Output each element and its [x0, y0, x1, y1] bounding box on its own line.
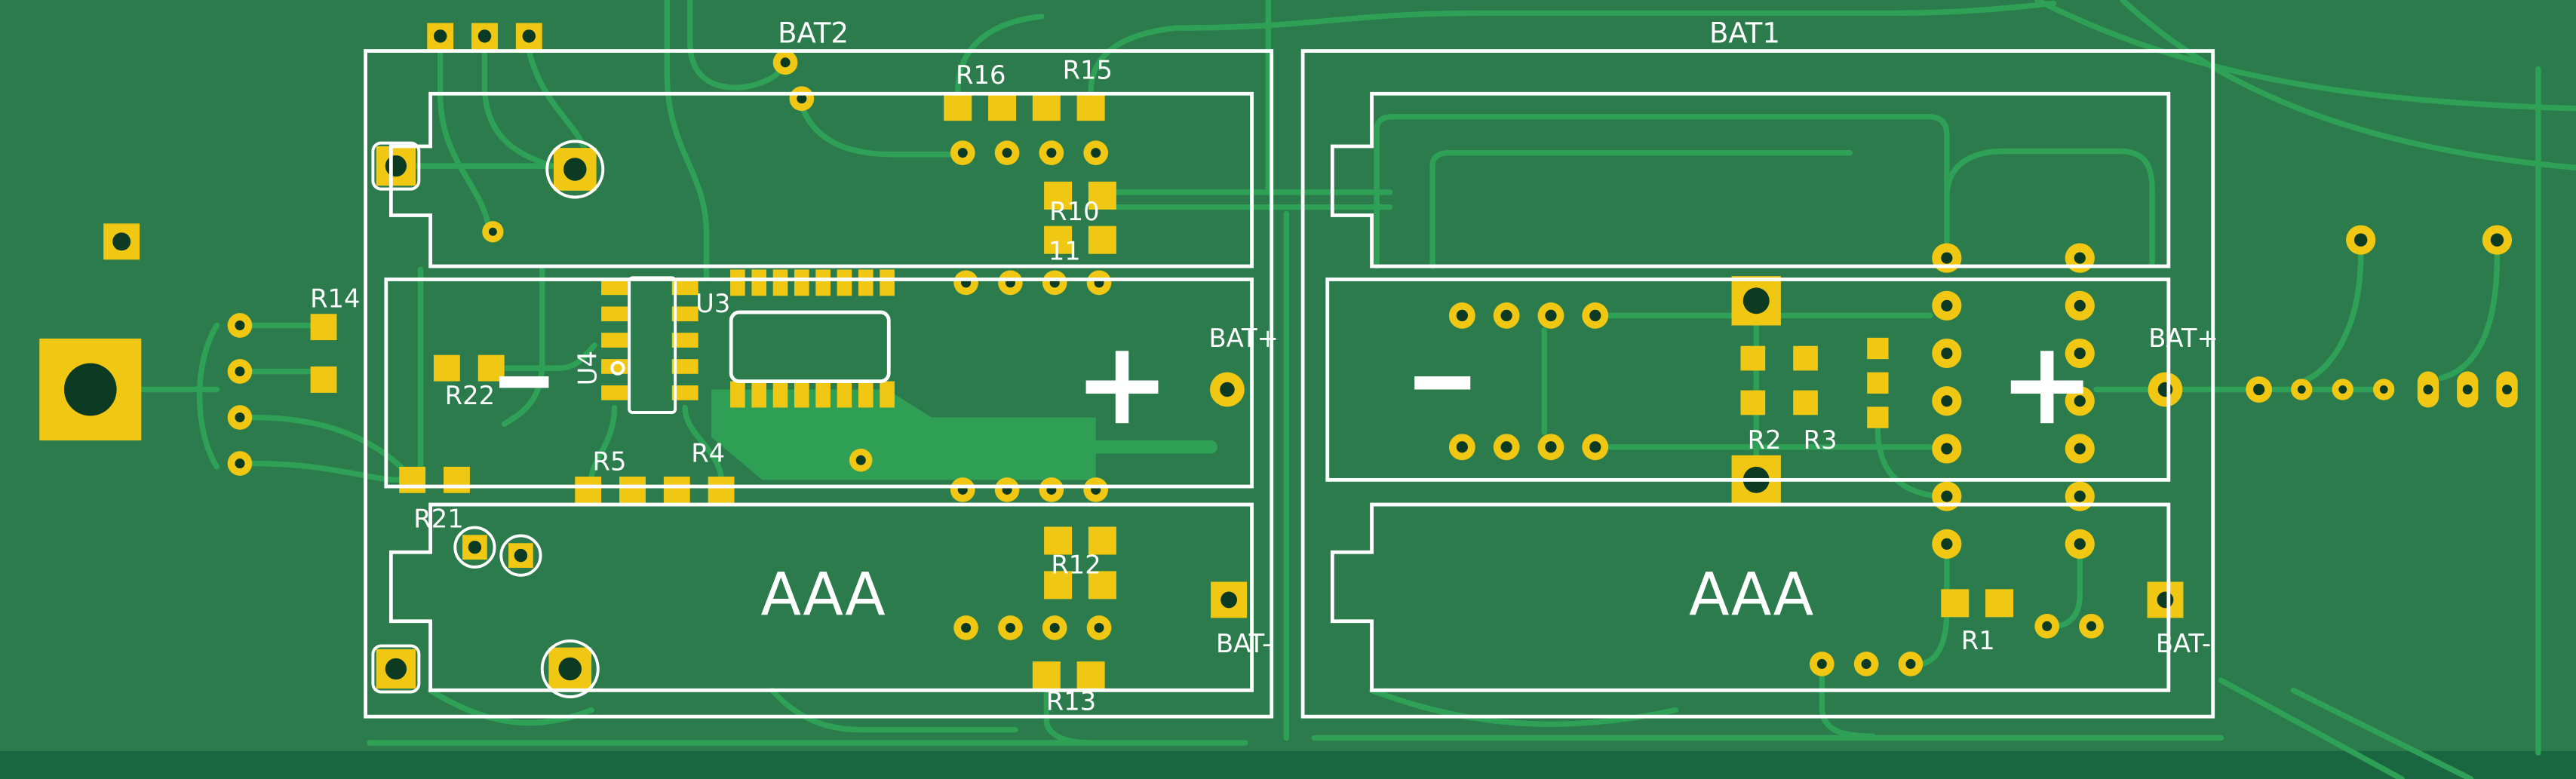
top-edge-pad-row: [427, 23, 542, 50]
silkscreen: [364, 49, 2215, 719]
bat2-terminal-pads: [1210, 372, 1248, 618]
refdes-r22: R22: [445, 381, 495, 410]
r12-r13-pads: [1032, 526, 1116, 690]
minus-symbol-left: [499, 376, 549, 388]
refdes-r12: R12: [1051, 551, 1101, 580]
u3-pads: [730, 269, 895, 472]
r10-r11-pads: [953, 181, 1116, 296]
r22-pads: [433, 354, 505, 382]
refdes-r4: R4: [691, 438, 725, 468]
bat-minus-label-right: BAT-: [2156, 629, 2211, 658]
refdes-r21: R21: [413, 505, 463, 534]
r21-pads: [399, 466, 470, 493]
battery-size-label-right: AAA: [1689, 560, 1813, 629]
bat1-terminal-pads: [2147, 372, 2184, 618]
refdes-r15: R15: [1063, 56, 1113, 85]
refdes-r1: R1: [1961, 626, 1995, 655]
refdes-r11: 11: [1049, 236, 1081, 265]
refdes-r3: R3: [1804, 425, 1838, 455]
bat-minus-label-left: BAT-: [1216, 629, 1271, 658]
left-connector-pad-column: [227, 313, 253, 476]
board-bottom-strip: [0, 750, 2576, 779]
r16-r15-pads: [944, 93, 1109, 166]
refdes-r13: R13: [1046, 686, 1096, 716]
copper-traces: [137, 0, 2576, 779]
pads: [39, 23, 2518, 691]
left-via-rows: [950, 477, 1112, 640]
refdes-r2: R2: [1748, 425, 1782, 455]
module-title-bat2: BAT2: [778, 17, 849, 50]
r1-pads: [1809, 589, 2104, 676]
bat1-via-rows: [1448, 302, 1609, 461]
refdes-r10: R10: [1049, 197, 1099, 226]
bat-plus-label-right: BAT+: [2148, 324, 2218, 353]
refdes-r16: R16: [956, 60, 1006, 90]
r5-r4-pads: [575, 477, 735, 503]
r14-pads: [310, 314, 337, 393]
battery-size-label-left: AAA: [761, 560, 886, 629]
minus-symbol-right: [1414, 376, 1471, 390]
refdes-u4: U4: [573, 351, 603, 385]
refdes-r14: R14: [310, 284, 360, 314]
mounting-pad-small: [103, 223, 140, 260]
module-title-bat1: BAT1: [1709, 17, 1780, 50]
labels: BAT2 BAT1 R16 R15 R10 11 R14 R22 U4 U3 R…: [310, 17, 2218, 716]
refdes-r5: R5: [593, 446, 627, 476]
bat-plus-label-left: BAT+: [1208, 324, 1278, 353]
mounting-pad-large: [39, 338, 142, 441]
right-edge-pads: [2246, 225, 2518, 408]
refdes-u3: U3: [695, 289, 730, 318]
u4-pads: [601, 280, 698, 400]
